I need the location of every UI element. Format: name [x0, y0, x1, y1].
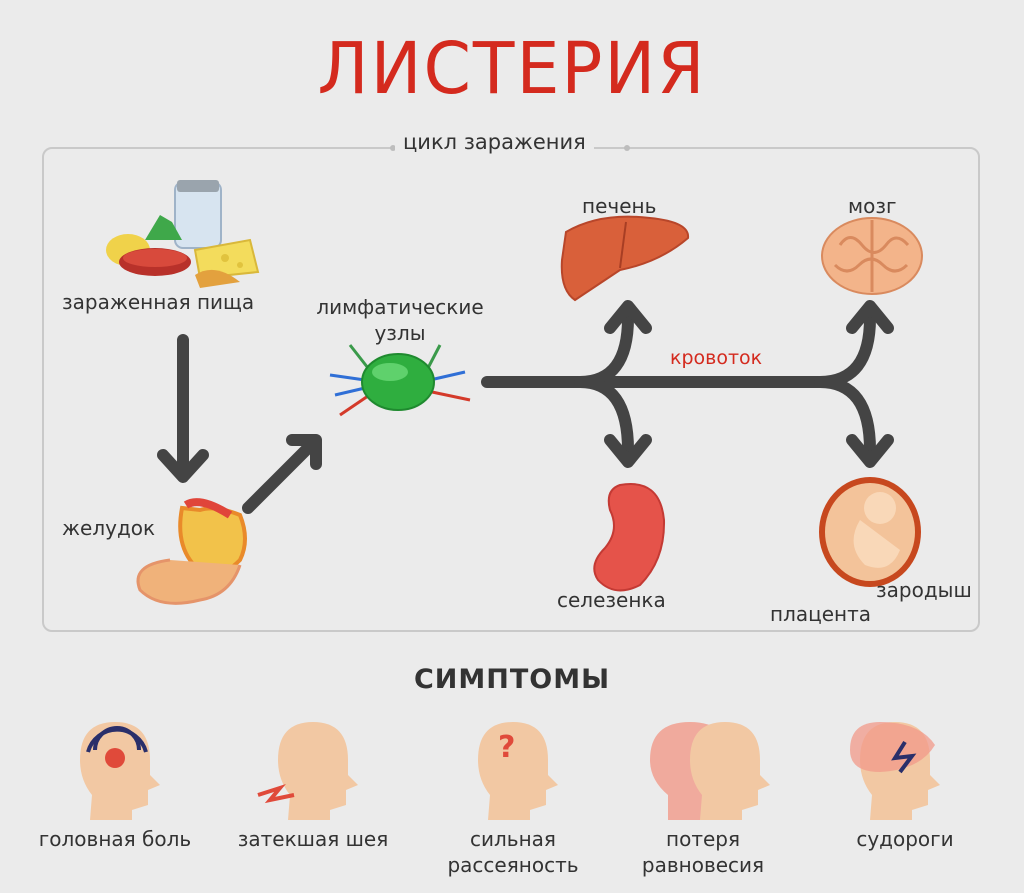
node-label-liver: печень	[582, 194, 657, 218]
node-label-brain: мозг	[848, 194, 897, 218]
node-label-stomach: желудок	[62, 516, 156, 540]
node-label-food: зараженная пища	[62, 290, 255, 314]
food-icon	[106, 180, 260, 288]
caption-dot-right	[624, 145, 630, 151]
arrow-to-spleen	[574, 376, 634, 456]
symptom-label-headache: головная боль	[38, 827, 192, 851]
arrow-to-fetus-head	[846, 434, 894, 468]
symptom-label-stiff-neck: затекшая шея	[237, 827, 389, 851]
symptom-label-confusion: сильная рассеяность	[447, 827, 579, 877]
lymph-node-icon	[329, 344, 471, 417]
arrow-to-spleen-head	[604, 434, 652, 468]
arrow-stomach-to-lymph	[242, 438, 318, 514]
infection-cycle-caption: цикл заражения	[395, 130, 594, 154]
symptom-head-seizure-icon	[850, 722, 940, 820]
node-label-spleen: селезенка	[557, 588, 666, 612]
caption-dot-left	[390, 145, 396, 151]
node-label-fetus: зародыш	[876, 578, 972, 602]
node-label-lymph-nodes: лимфатические узлы	[316, 295, 484, 345]
symptoms-title: СИМПТОМЫ	[413, 664, 611, 695]
symptom-label-balance-loss: потеря равновесия	[641, 827, 765, 877]
liver-icon	[560, 215, 690, 302]
arrow-to-brain-head	[846, 300, 894, 334]
symptom-head-stiff-neck-icon	[257, 722, 358, 820]
symptom-label-seizures: судороги	[856, 827, 954, 851]
arrow-food-to-stomach-head	[157, 449, 209, 483]
node-label-placenta: плацента	[770, 602, 872, 626]
question-mark-icon: ?	[498, 730, 516, 765]
stomach-icon	[136, 498, 247, 605]
arrow-to-fetus	[814, 376, 876, 456]
page-title: ЛИСТЕРИЯ	[317, 28, 707, 111]
spleen-icon	[593, 483, 666, 592]
symptom-head-balance-icon	[650, 722, 770, 820]
symptom-head-confusion-icon	[478, 722, 558, 820]
symptom-head-headache-icon	[80, 722, 160, 820]
bloodstream-label: кровоток	[670, 347, 763, 369]
brain-icon	[821, 217, 923, 295]
arrow-to-brain	[814, 312, 876, 388]
arrow-to-liver	[574, 312, 634, 388]
fetus-icon	[819, 477, 921, 587]
arrow-stomach-to-lymph-head	[286, 434, 322, 470]
arrow-to-liver-head	[604, 300, 652, 334]
